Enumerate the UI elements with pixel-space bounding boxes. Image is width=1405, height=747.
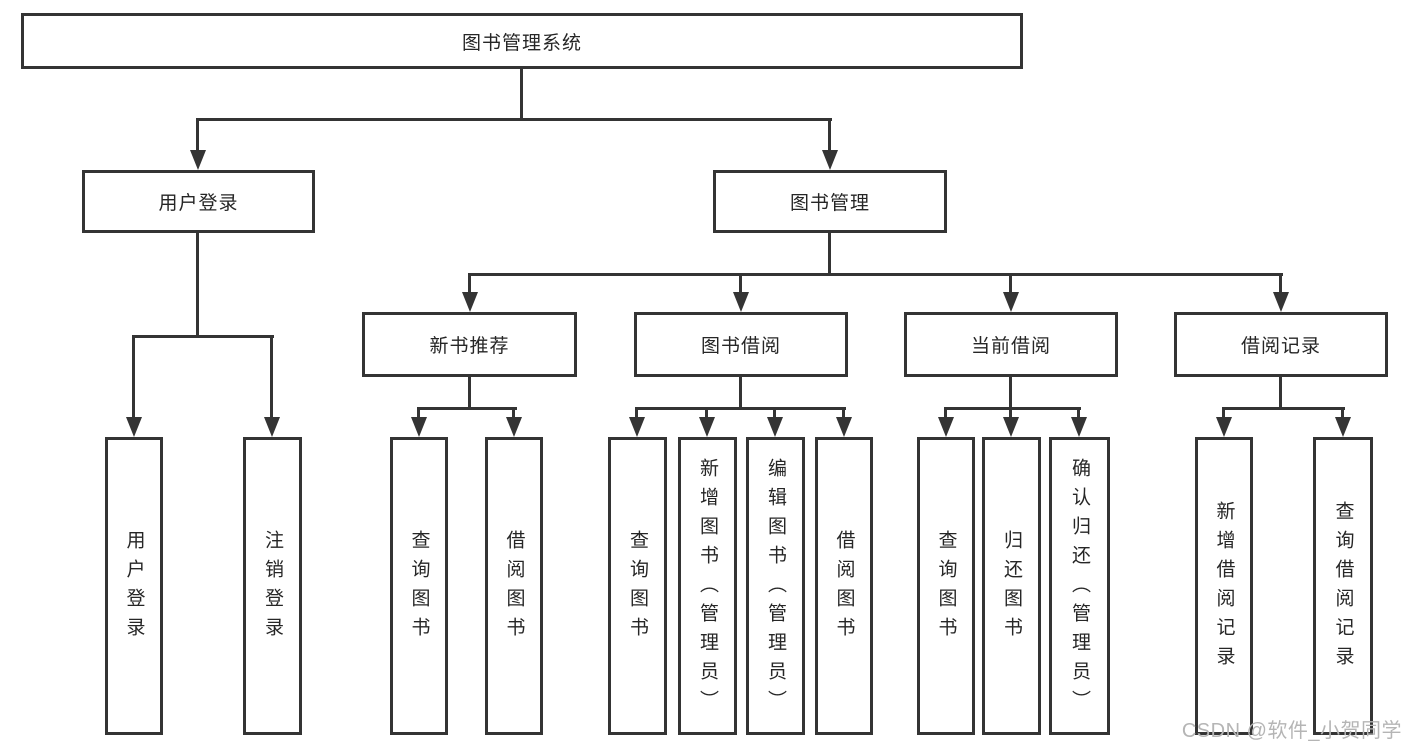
arrow-down-icon bbox=[1003, 417, 1019, 437]
connector-drop-login bbox=[132, 335, 135, 417]
connector-level3-bus bbox=[468, 273, 1283, 276]
leaf-user-login: 用户登录 bbox=[105, 437, 163, 735]
connector-drop-book-borrow bbox=[739, 273, 742, 292]
connector-drop-book-mgmt bbox=[828, 118, 831, 150]
csdn-watermark: CSDN @软件_小贺同学 bbox=[1181, 720, 1402, 742]
node-user-login: 用户登录 bbox=[82, 170, 315, 233]
connector-drop-logout bbox=[270, 335, 273, 417]
connector-drop-new-books bbox=[468, 273, 471, 292]
leaf-cb-return-books: 归还图书 bbox=[982, 437, 1041, 735]
connector-drop bbox=[705, 407, 708, 419]
connector-current-borrow-stem bbox=[1009, 377, 1012, 409]
connector-drop bbox=[944, 407, 947, 419]
connector-borrow-records-bus bbox=[1222, 407, 1345, 410]
leaf-logout: 注销登录 bbox=[243, 437, 302, 735]
arrow-down-icon bbox=[767, 417, 783, 437]
leaf-cb-query-books: 查询图书 bbox=[917, 437, 975, 735]
arrow-down-icon bbox=[822, 150, 838, 170]
connector-drop-user-login bbox=[196, 118, 199, 150]
arrow-down-icon bbox=[411, 417, 427, 437]
connector-new-books-stem bbox=[468, 377, 471, 409]
connector-book-mgmt-stem bbox=[828, 233, 831, 275]
connector-drop bbox=[773, 407, 776, 419]
connector-current-borrow-bus bbox=[944, 407, 1081, 410]
node-root: 图书管理系统 bbox=[21, 13, 1023, 69]
arrow-down-icon bbox=[1003, 292, 1019, 312]
connector-drop bbox=[1222, 407, 1225, 419]
arrow-down-icon bbox=[1071, 417, 1087, 437]
node-current-borrow: 当前借阅 bbox=[904, 312, 1118, 377]
connector-drop-current-borrow bbox=[1009, 273, 1012, 292]
arrow-down-icon bbox=[506, 417, 522, 437]
arrow-down-icon bbox=[1273, 292, 1289, 312]
leaf-br-add-record: 新增借阅记录 bbox=[1195, 437, 1253, 735]
connector-drop bbox=[1077, 407, 1080, 419]
connector-user-login-stem bbox=[196, 233, 199, 337]
arrow-down-icon bbox=[699, 417, 715, 437]
connector-user-login-bus bbox=[132, 335, 274, 338]
connector-new-books-bus bbox=[417, 407, 517, 410]
arrow-down-icon bbox=[190, 150, 206, 170]
connector-root-stem bbox=[520, 69, 523, 120]
leaf-nb-query-books: 查询图书 bbox=[390, 437, 448, 735]
arrow-down-icon bbox=[629, 417, 645, 437]
leaf-bb-borrow-books: 借阅图书 bbox=[815, 437, 873, 735]
node-new-books: 新书推荐 bbox=[362, 312, 577, 377]
connector-borrow-records-stem bbox=[1279, 377, 1282, 409]
arrow-down-icon bbox=[733, 292, 749, 312]
leaf-bb-edit-books-admin: 编辑图书（管理员） bbox=[746, 437, 805, 735]
node-book-borrow: 图书借阅 bbox=[634, 312, 848, 377]
node-borrow-records: 借阅记录 bbox=[1174, 312, 1388, 377]
connector-book-borrow-stem bbox=[739, 377, 742, 409]
connector-book-borrow-bus bbox=[635, 407, 846, 410]
leaf-bb-query-books: 查询图书 bbox=[608, 437, 667, 735]
leaf-bb-add-books-admin: 新增图书（管理员） bbox=[678, 437, 737, 735]
leaf-cb-confirm-return-admin: 确认归还（管理员） bbox=[1049, 437, 1110, 735]
leaf-nb-borrow-books: 借阅图书 bbox=[485, 437, 543, 735]
arrow-down-icon bbox=[1216, 417, 1232, 437]
connector-drop bbox=[512, 407, 515, 419]
arrow-down-icon bbox=[264, 417, 280, 437]
arrow-down-icon bbox=[1335, 417, 1351, 437]
arrow-down-icon bbox=[938, 417, 954, 437]
connector-drop bbox=[1341, 407, 1344, 419]
arrow-down-icon bbox=[126, 417, 142, 437]
connector-drop bbox=[842, 407, 845, 419]
node-book-mgmt: 图书管理 bbox=[713, 170, 947, 233]
connector-drop bbox=[635, 407, 638, 419]
connector-drop bbox=[1009, 407, 1012, 419]
arrow-down-icon bbox=[836, 417, 852, 437]
arrow-down-icon bbox=[462, 292, 478, 312]
connector-drop-borrow-records bbox=[1279, 273, 1282, 292]
leaf-br-query-record: 查询借阅记录 bbox=[1313, 437, 1373, 735]
connector-level2-bus bbox=[196, 118, 832, 121]
connector-drop bbox=[417, 407, 420, 419]
